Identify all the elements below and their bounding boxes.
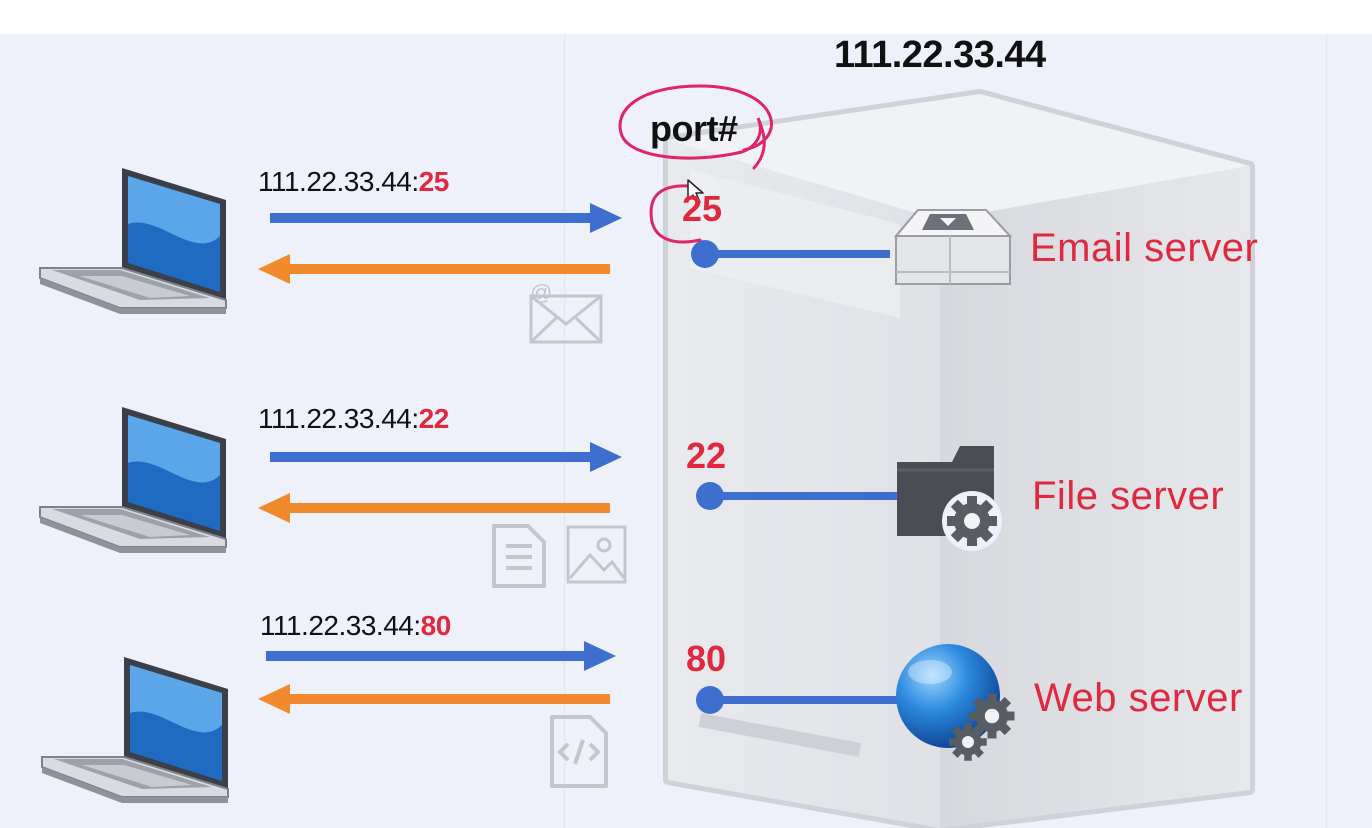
request-arrow	[270, 442, 622, 472]
client-laptop-icon	[41, 656, 229, 804]
svg-text:@: @	[530, 280, 552, 305]
request-arrow	[270, 203, 622, 233]
code-file-icon	[550, 715, 608, 788]
server-ip-address: 111.22.33.44	[834, 34, 1046, 76]
document-icon	[492, 524, 546, 588]
port-number: 25	[682, 188, 723, 229]
response-arrow	[258, 684, 610, 714]
port-annotation-circle	[618, 84, 773, 244]
service-label-email: Email server	[1030, 226, 1259, 270]
email-icon: @	[529, 280, 603, 344]
service-label-file: File server	[1032, 474, 1225, 518]
destination-address: 111.22.33.44:22	[258, 403, 449, 435]
address-host: 111.22.33.44:	[260, 610, 421, 641]
address-port: 25	[418, 166, 450, 197]
request-arrow	[266, 641, 616, 671]
destination-address: 111.22.33.44:80	[260, 610, 451, 642]
port-connector	[696, 482, 900, 510]
file-server-icon	[897, 446, 1002, 551]
response-arrow	[258, 493, 610, 523]
service-label-web: Web server	[1034, 676, 1243, 720]
response-arrow	[258, 254, 610, 284]
port-connector	[696, 686, 900, 714]
port-connector	[691, 240, 890, 268]
port-label: port#	[650, 108, 738, 149]
email-server-icon	[893, 209, 1013, 285]
address-host: 111.22.33.44:	[258, 166, 419, 197]
destination-address: 111.22.33.44:25	[258, 166, 449, 198]
divider-line	[564, 34, 565, 828]
port-number: 22	[686, 435, 727, 476]
address-port: 80	[420, 610, 452, 641]
port-number: 80	[686, 638, 727, 679]
address-port: 22	[418, 403, 450, 434]
mouse-cursor-icon	[687, 179, 704, 205]
divider-line	[1326, 34, 1327, 828]
image-icon	[566, 525, 627, 584]
web-server-icon	[896, 644, 1015, 761]
client-laptop-icon	[39, 406, 227, 554]
client-laptop-icon	[39, 167, 227, 315]
address-host: 111.22.33.44:	[258, 403, 419, 434]
top-bar	[0, 0, 1372, 34]
